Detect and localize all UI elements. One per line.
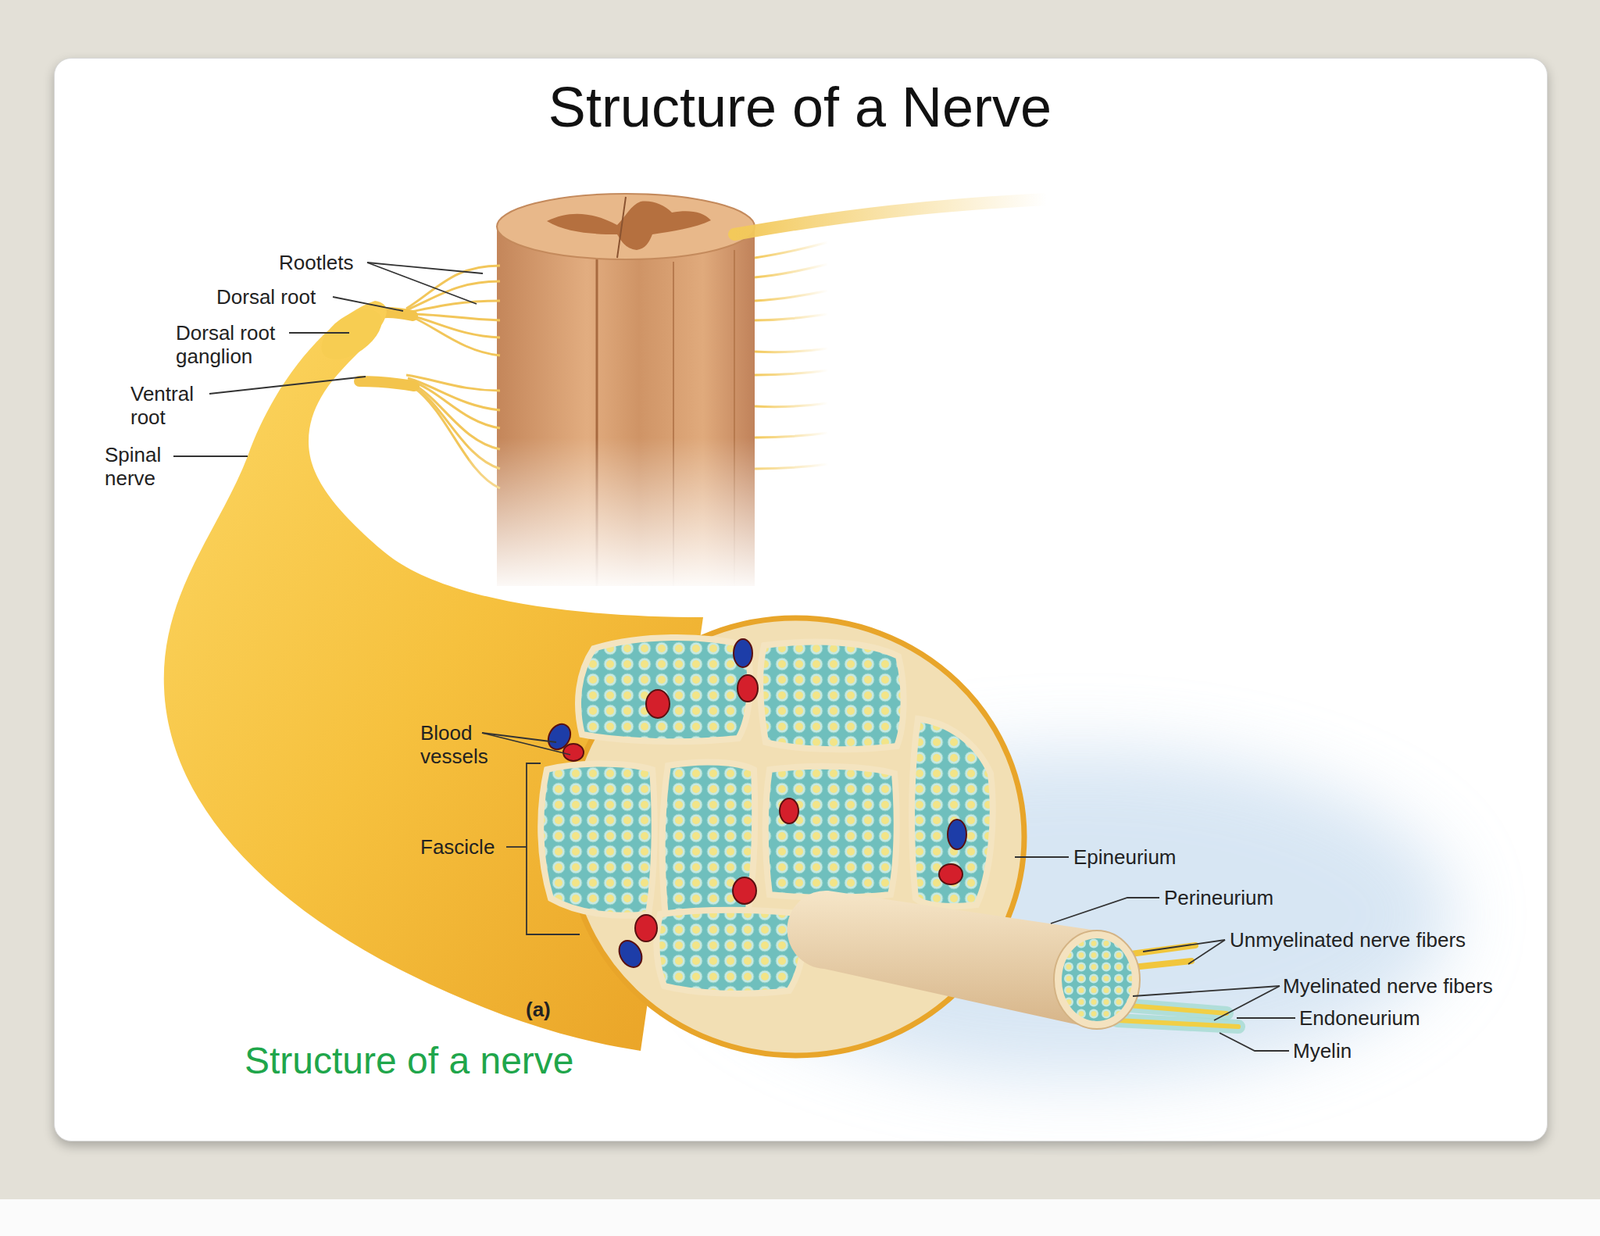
part-label: Myelin — [1292, 1039, 1352, 1063]
part-label: Dorsal root — [216, 285, 316, 309]
part-label: Dorsal root ganglion — [175, 321, 297, 368]
part-label: Fascicle — [420, 835, 495, 859]
part-label: Spinal nerve — [104, 442, 175, 490]
part-label: Unmyelinated nerve fibers — [1229, 928, 1466, 952]
part-label: Endoneurium — [1299, 1006, 1421, 1030]
figure-caption: Structure of a nerve — [244, 1039, 575, 1083]
part-label: Ventral root — [130, 382, 209, 429]
part-label: Rootlets — [278, 250, 354, 275]
page-strip — [0, 1199, 1600, 1236]
part-label: Epineurium — [1073, 845, 1177, 869]
part-label: Perineurium — [1164, 885, 1274, 910]
part-label: Blood vessels — [420, 721, 507, 768]
part-label: Myelinated nerve fibers — [1282, 974, 1493, 998]
slide-title: Structure of a Nerve — [0, 75, 1600, 140]
part-label: (a) — [525, 997, 551, 1022]
